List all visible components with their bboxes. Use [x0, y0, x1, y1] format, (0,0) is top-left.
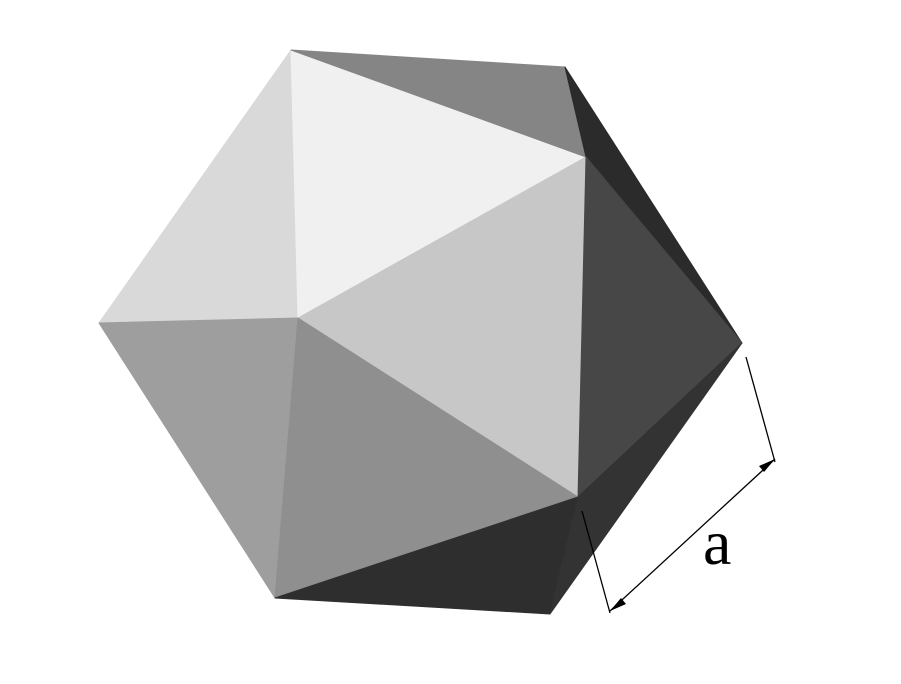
top-left-face	[98, 49, 299, 324]
dimension-line	[609, 458, 776, 612]
edge-length-dimension: a	[581, 356, 776, 614]
extension-line-lower	[581, 510, 611, 614]
left-face	[98, 317, 299, 599]
edge-length-label: a	[703, 507, 731, 578]
bottom-right-small-face	[549, 342, 743, 615]
dimension-arrowhead-lower	[610, 598, 626, 611]
dimension-arrowhead-upper	[759, 459, 775, 472]
icosahedron-faces	[98, 49, 743, 615]
extension-line-upper	[745, 356, 776, 463]
